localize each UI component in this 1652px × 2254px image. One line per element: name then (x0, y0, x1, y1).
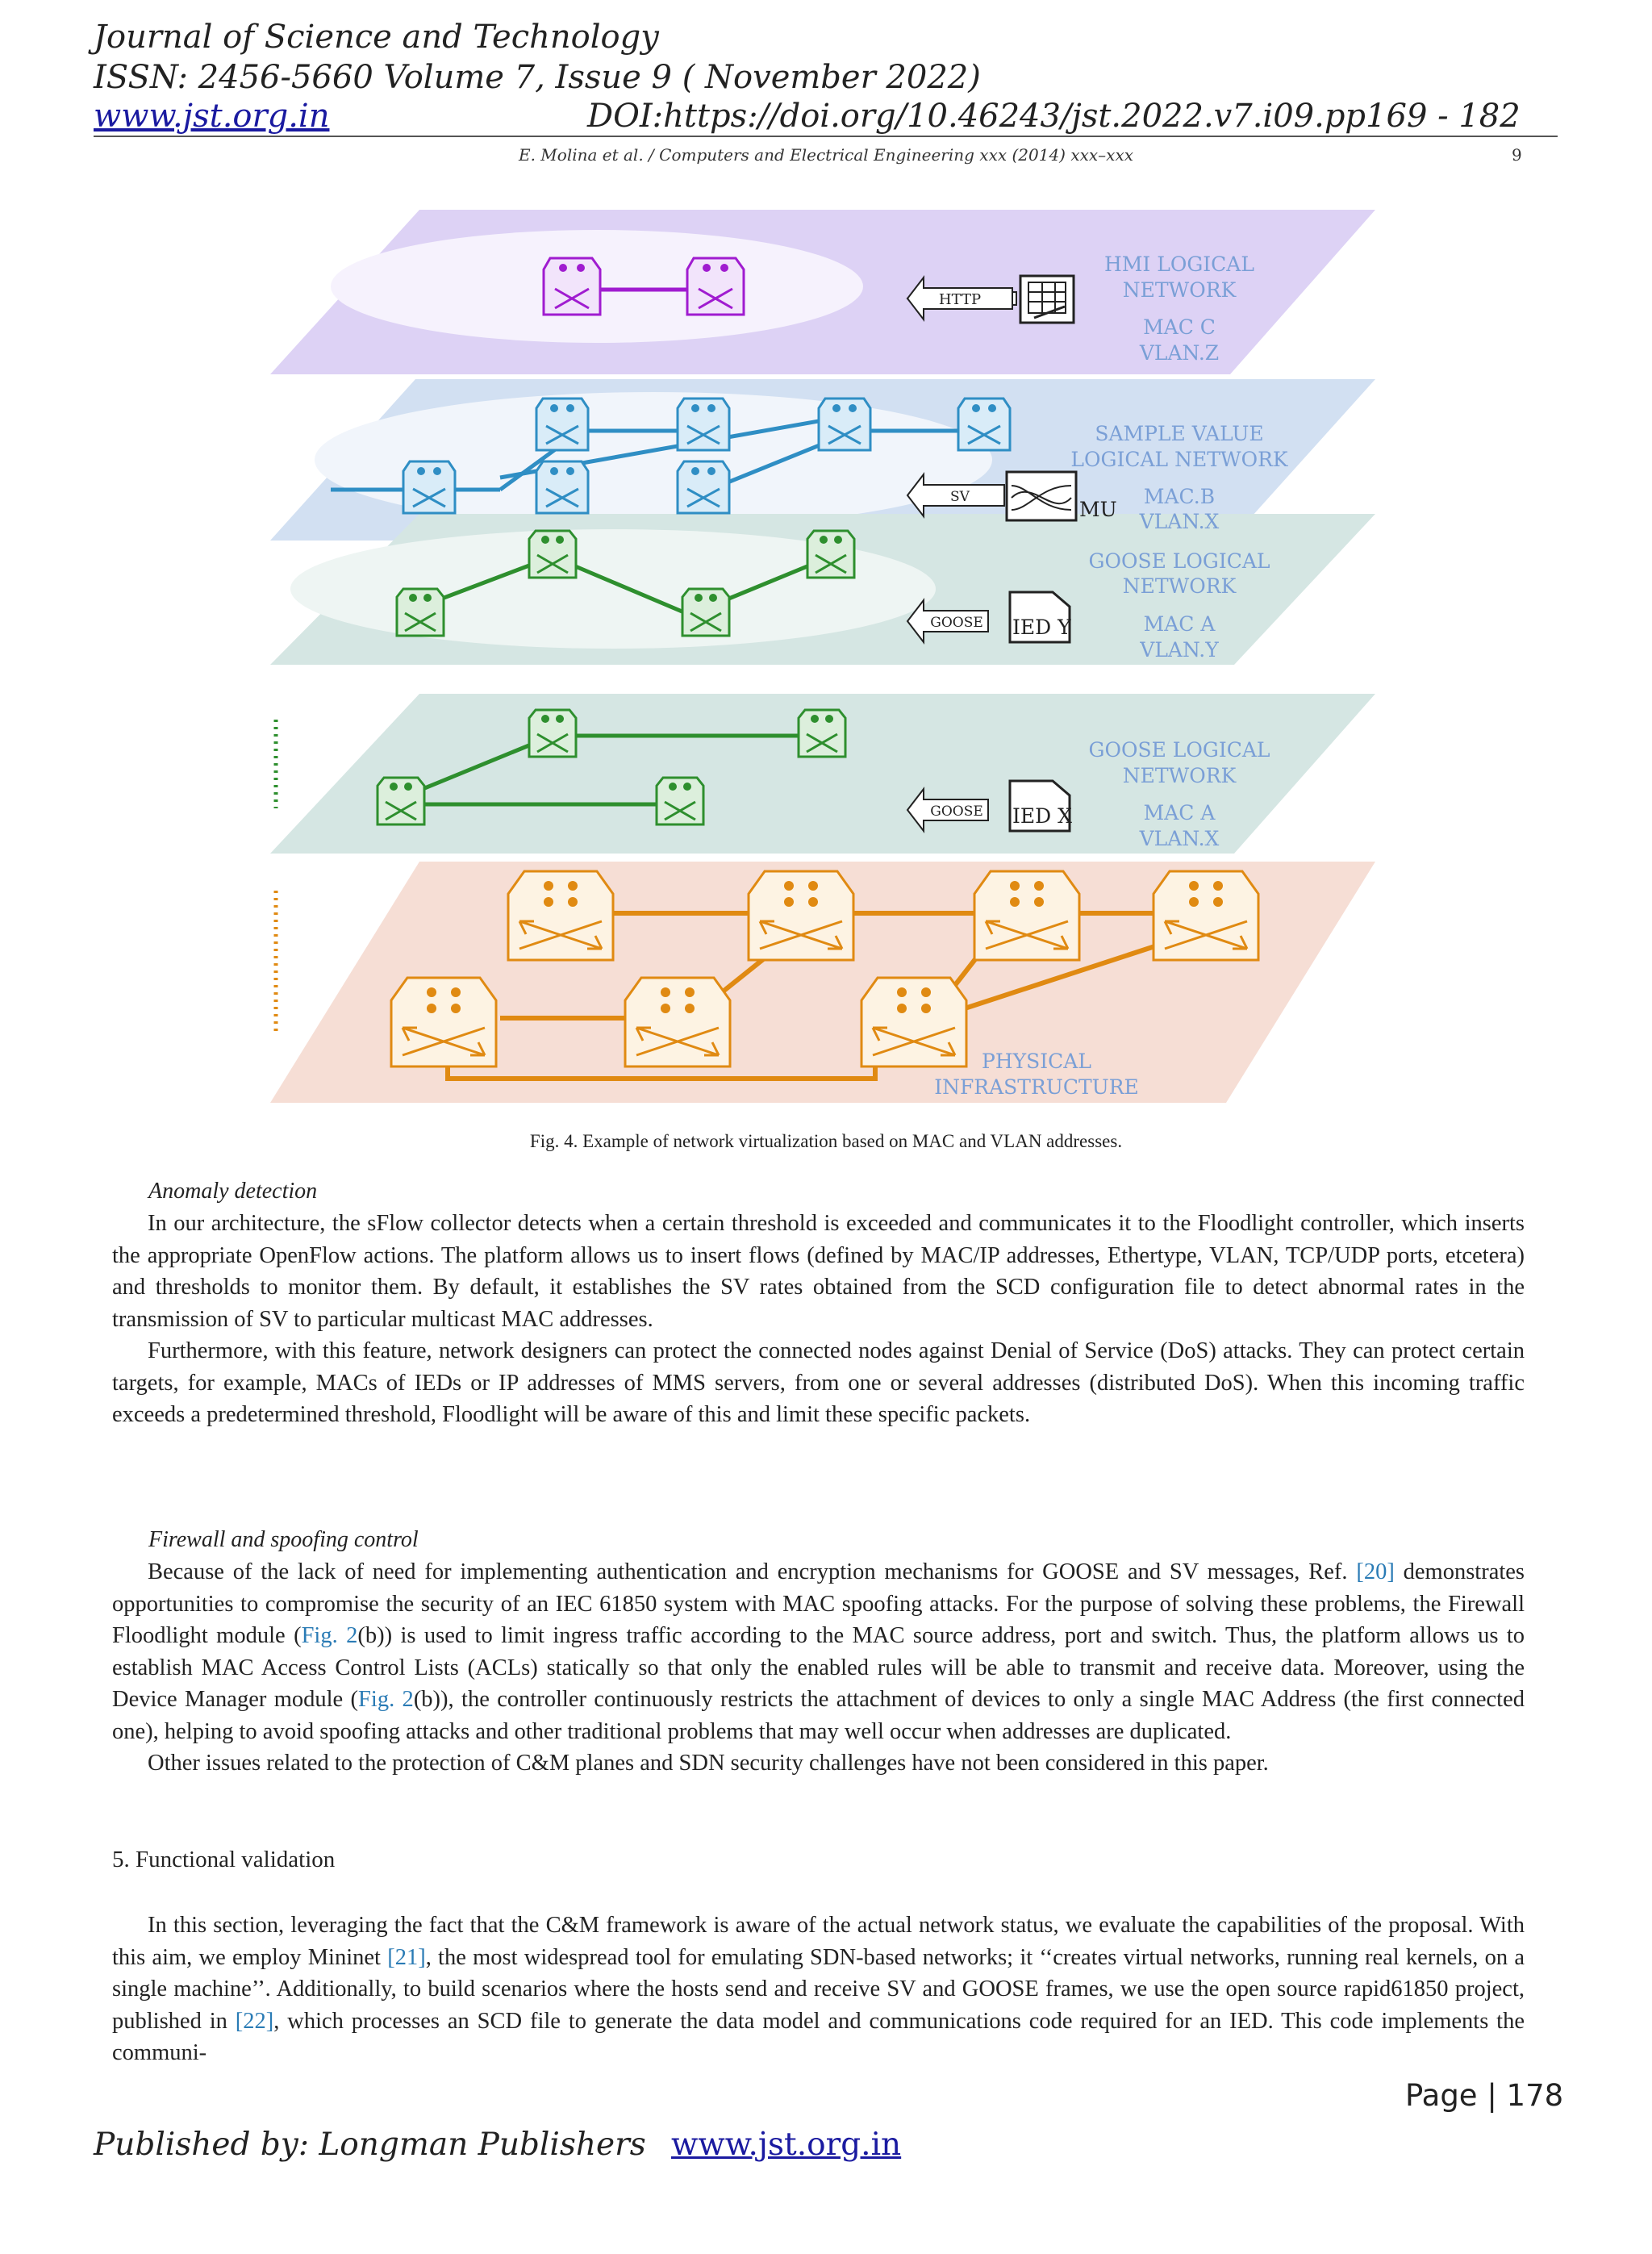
ied-x-icon (1008, 779, 1071, 833)
journal-doi: DOI:https://doi.org/10.46243/jst.2022.v7… (587, 98, 1521, 135)
ied-x-label: IED X (1012, 804, 1072, 828)
sv-switch (676, 460, 731, 515)
paragraph: Other issues related to the protection o… (148, 1751, 1269, 1776)
physical-switch (860, 976, 968, 1068)
journal-title: Journal of Science and Technology (94, 19, 659, 56)
sv-switch (402, 460, 457, 515)
sv-label-line2: LOGICAL NETWORK (1070, 448, 1288, 471)
journal-links-line: www.jst.org.in DOI:https://doi.org/10.46… (94, 97, 1558, 137)
sv-mac: MAC.B (1144, 485, 1215, 508)
goose-x-switch (376, 776, 426, 826)
goose-y-label-line2: NETWORK (1123, 574, 1237, 598)
goose-x-mac: MAC A (1144, 801, 1216, 824)
journal-website-link[interactable]: www.jst.org.in (94, 98, 330, 135)
hmi-mac: MAC C (1143, 315, 1216, 339)
paragraph: Because of the lack of need for implemen… (112, 1556, 1525, 1747)
hmi-vlan: VLAN.Z (1139, 341, 1219, 365)
goose-y-switch (681, 587, 731, 637)
goose-x-switch (528, 708, 578, 758)
goose-y-arrow: GOOSE (906, 598, 989, 645)
paragraph: In our architecture, the sFlow collector… (112, 1211, 1525, 1332)
text-run: , the most widespread tool for emulating… (112, 1944, 1525, 2034)
physical-switch (747, 870, 855, 962)
firewall-body: Because of the lack of need for implemen… (112, 1556, 1525, 1780)
hmi-arrow-label: HTTP (939, 291, 981, 308)
paragraph: In this section, leveraging the fact tha… (112, 1910, 1525, 2069)
goose-y-mac: MAC A (1144, 612, 1216, 636)
physical-label-line2: INFRASTRUCTURE (934, 1075, 1139, 1099)
footer-website-link[interactable]: www.jst.org.in (671, 2127, 902, 2163)
figure-link[interactable]: Fig. 2 (358, 1687, 414, 1712)
sv-switch (535, 460, 590, 515)
physical-switch (507, 870, 615, 962)
publisher-name: Published by: Longman Publishers (94, 2127, 646, 2163)
goose-x-switch (655, 776, 705, 826)
physical-switch (973, 870, 1081, 962)
sv-switch (676, 397, 731, 452)
hmi-switch (686, 257, 745, 316)
physical-switch (1152, 870, 1260, 962)
anomaly-detection-body: In our architecture, the sFlow collector… (112, 1208, 1525, 1431)
goose-y-switch (528, 529, 578, 579)
sv-vlan: VLAN.X (1139, 510, 1220, 533)
figure-link[interactable]: Fig. 2 (301, 1623, 358, 1648)
citation-link[interactable]: [20] (1356, 1559, 1395, 1584)
hmi-http-arrow: HTTP (906, 275, 1017, 322)
mu-label: MU (1079, 498, 1117, 521)
hmi-switch (542, 257, 602, 316)
ied-y-label: IED Y (1012, 616, 1071, 639)
goose-y-label-line1: GOOSE LOGICAL (1088, 549, 1270, 573)
paragraph: Furthermore, with this feature, network … (112, 1338, 1525, 1427)
functional-validation-body: In this section, leveraging the fact tha… (112, 1910, 1525, 2069)
goose-y-vlan: VLAN.Y (1139, 638, 1219, 662)
citation-link[interactable]: [22] (235, 2008, 274, 2034)
hmi-label-line1: HMI LOGICAL (1104, 253, 1254, 276)
text-run: , which processes an SCD file to generat… (112, 2008, 1525, 2066)
figure-caption: Fig. 4. Example of network virtualizatio… (529, 1131, 1123, 1151)
text-run: (b)), the controller continuously restri… (112, 1687, 1525, 1744)
goose-y-switch (395, 587, 445, 637)
sv-arrow: SV (906, 472, 1005, 519)
text-run: In this section, leveraging the fact tha… (112, 1913, 1525, 1970)
firewall-heading: Firewall and spoofing control (148, 1527, 419, 1552)
text-run: Because of the lack of need for implemen… (148, 1559, 1357, 1584)
running-head: E. Molina et al. / Computers and Electri… (518, 145, 1134, 165)
physical-switch (624, 976, 732, 1068)
hmi-terminal-icon (1019, 274, 1075, 324)
physical-label-line1: PHYSICAL (982, 1050, 1091, 1073)
citation-link[interactable]: [21] (387, 1944, 426, 1970)
text-run: (b)) is used to limit ingress traffic ac… (112, 1623, 1525, 1712)
goose-x-arrow: GOOSE (906, 787, 989, 833)
physical-switch (390, 976, 498, 1068)
text-run: demonstrates opportunities to compromise… (112, 1559, 1525, 1648)
goose-x-arrow-label: GOOSE (930, 804, 983, 820)
page-number: Page | 178 (1405, 2078, 1564, 2113)
merging-unit-icon (1005, 470, 1078, 522)
goose-x-switch (797, 708, 847, 758)
sv-label-line1: SAMPLE VALUE (1095, 422, 1263, 445)
goose-y-switch (806, 529, 856, 579)
goose-x-vlan: VLAN.X (1139, 827, 1220, 850)
goose-x-label-line1: GOOSE LOGICAL (1088, 738, 1270, 762)
publisher-footer: Published by: Longman Publishers www.jst… (94, 2127, 901, 2163)
sv-switch (817, 397, 872, 452)
journal-issn: ISSN: 2456-5660 Volume 7, Issue 9 ( Nove… (94, 59, 981, 96)
goose-y-layer-highlight (290, 529, 936, 649)
running-page-number: 9 (1512, 145, 1522, 165)
functional-validation-heading: 5. Functional validation (112, 1847, 336, 1872)
goose-x-label-line2: NETWORK (1123, 764, 1237, 787)
sv-switch (957, 397, 1012, 452)
goose-y-arrow-label: GOOSE (930, 615, 983, 631)
network-virtualization-figure: HTTP HMI LOGICAL NETWORK MAC C VLAN.Z SV… (270, 210, 1375, 1103)
anomaly-detection-heading: Anomaly detection (148, 1179, 318, 1204)
sv-arrow-label: SV (950, 489, 970, 505)
sv-switch (535, 397, 590, 452)
ied-y-icon (1008, 591, 1071, 644)
hmi-label-line2: NETWORK (1123, 278, 1237, 302)
